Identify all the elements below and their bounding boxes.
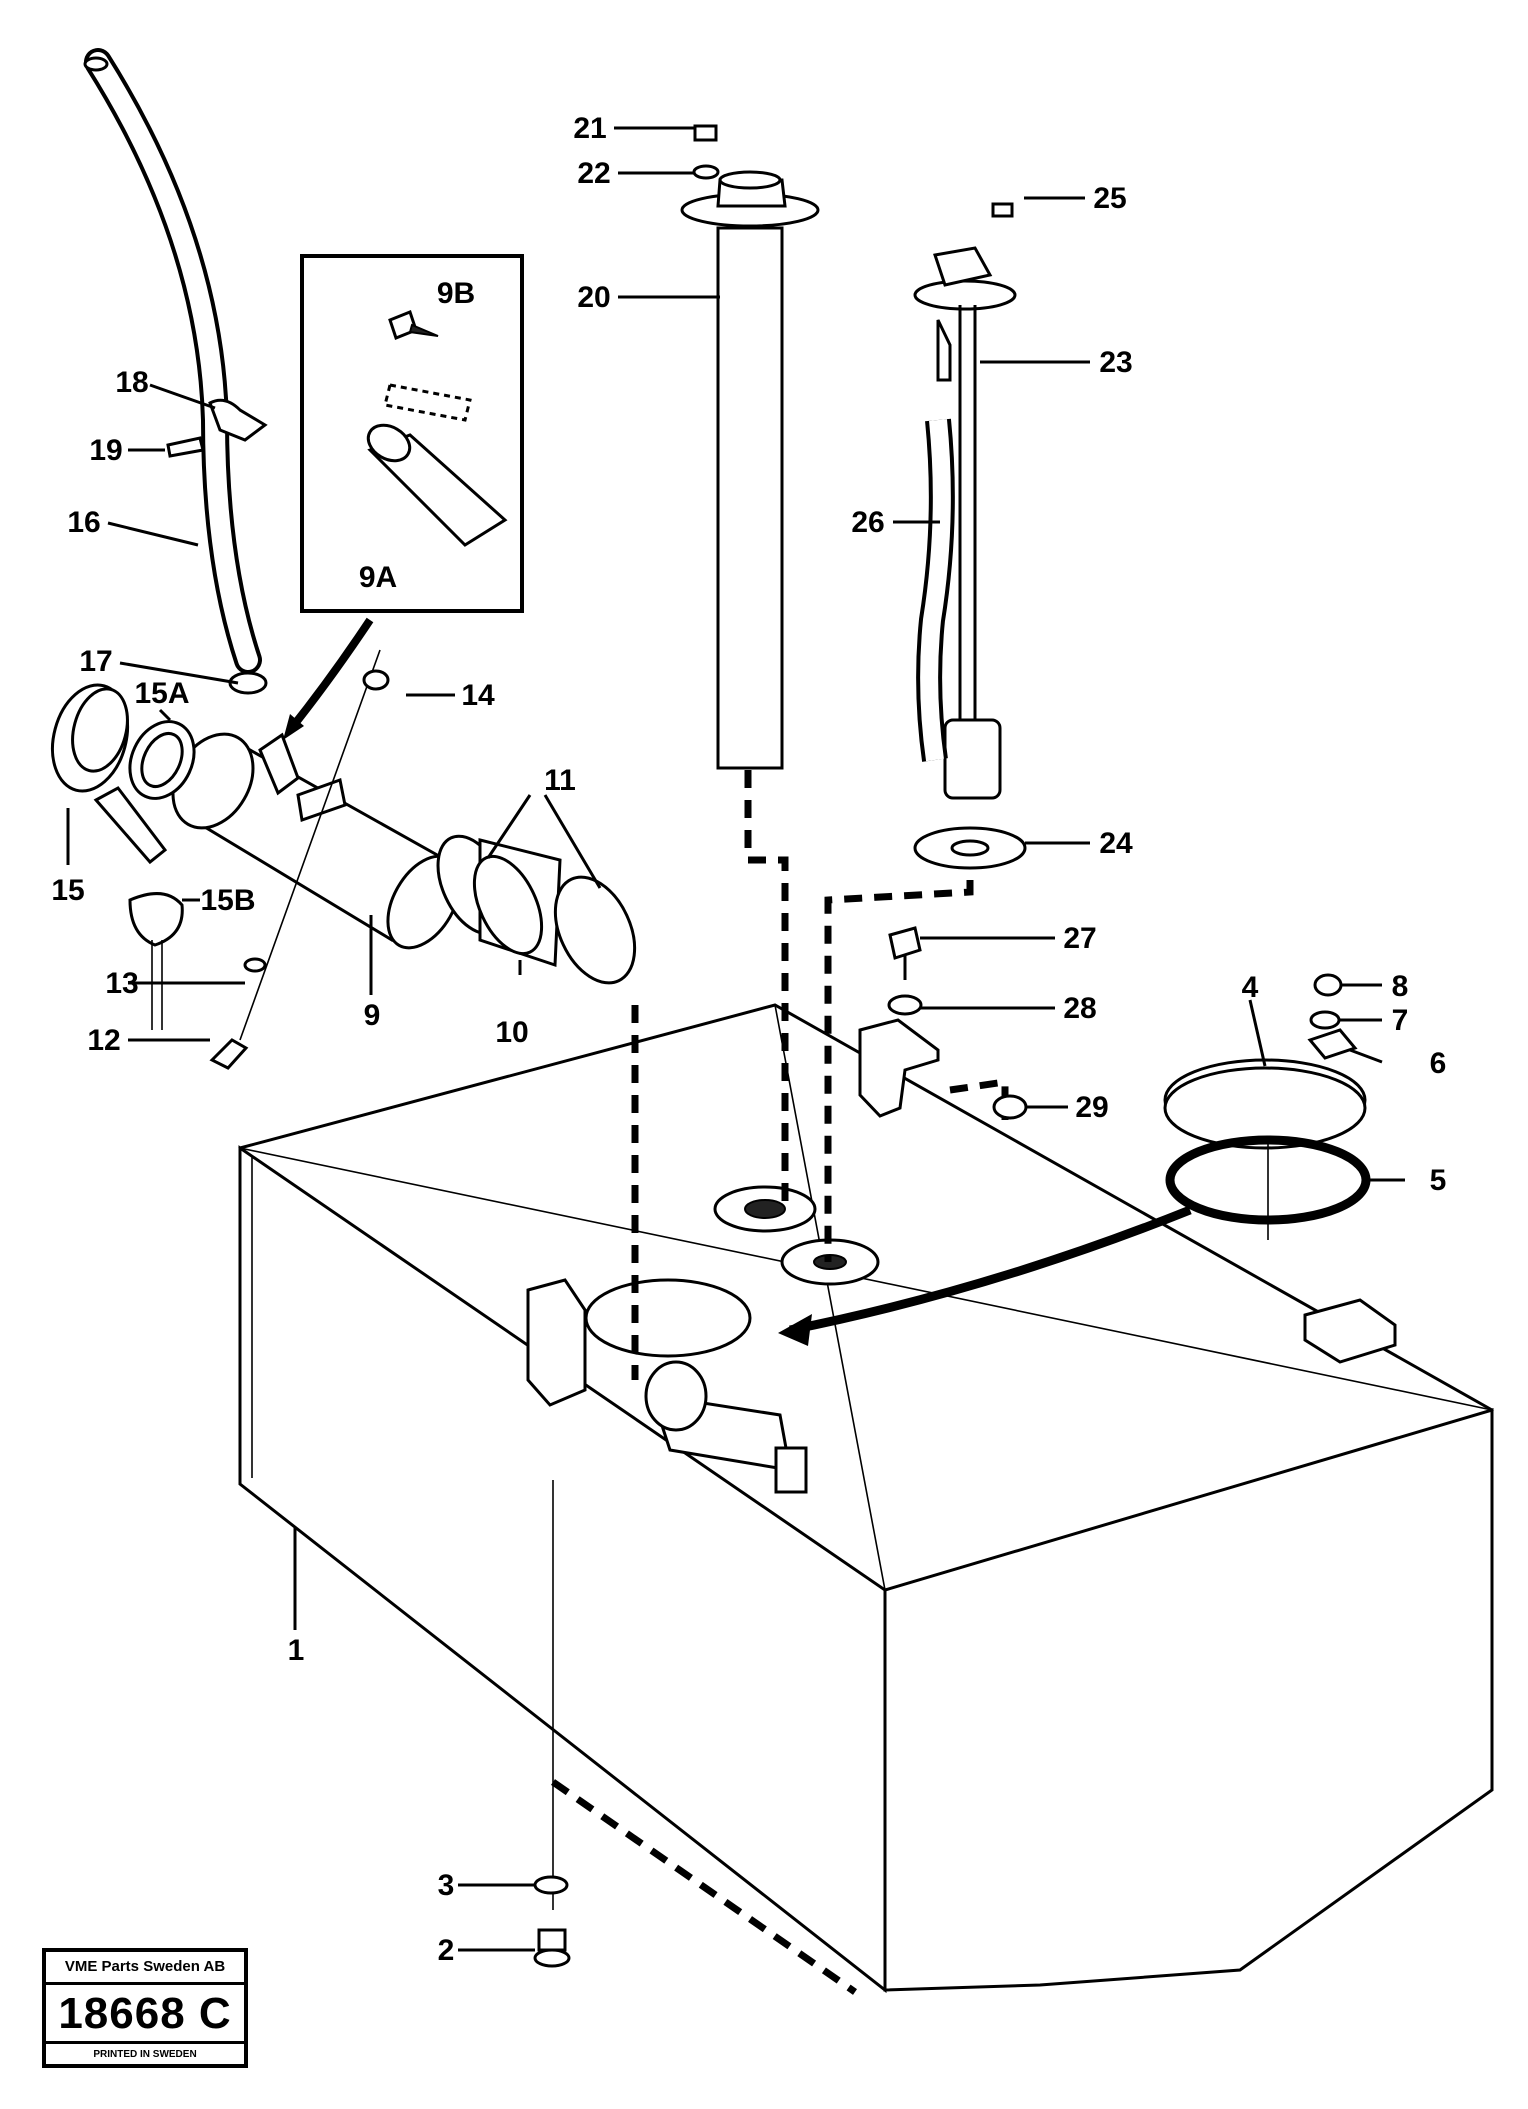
assembly-dash-lines — [631, 770, 1009, 1380]
callout-17: 17 — [79, 645, 112, 678]
callout-23: 23 — [1099, 346, 1132, 379]
callout-14: 14 — [461, 679, 495, 712]
strainer-inset — [300, 254, 524, 613]
callout-18: 18 — [115, 366, 148, 399]
printed-note: PRINTED IN SWEDEN — [46, 2041, 244, 2066]
callout-19: 19 — [89, 434, 122, 467]
callout-22: 22 — [577, 157, 610, 190]
fuel-tank — [238, 1003, 1495, 1995]
callout-leaders — [66, 126, 1405, 1952]
callout-15a: 15A — [134, 677, 189, 710]
callout-26: 26 — [851, 506, 884, 539]
callout-29: 29 — [1075, 1091, 1108, 1124]
callout-21: 21 — [573, 112, 606, 145]
callout-2: 2 — [438, 1934, 455, 1967]
callout-11: 11 — [544, 764, 576, 797]
callout-9: 9 — [364, 999, 381, 1032]
drawing-number: 18668 C — [58, 1989, 232, 2038]
assembly-arrows — [283, 617, 1192, 1346]
callout-7: 7 — [1392, 1004, 1409, 1037]
callout-12: 12 — [87, 1024, 120, 1057]
callout-28: 28 — [1063, 992, 1096, 1025]
company-name: VME Parts Sweden AB — [46, 1952, 244, 1985]
callout-15b: 15B — [200, 884, 255, 917]
drain-plug — [533, 1875, 571, 1968]
bracket-hardware — [887, 926, 1028, 1120]
drawing-title-block: VME Parts Sweden AB 18668 C PRINTED IN S… — [42, 1948, 248, 2068]
callout-10: 10 — [495, 1016, 528, 1049]
fuel-gauge-sender — [913, 202, 1027, 870]
callout-13: 13 — [105, 967, 138, 1000]
callout-27: 27 — [1063, 922, 1096, 955]
filler-neck-assembly — [51, 48, 637, 1070]
callout-24: 24 — [1099, 827, 1133, 860]
callout-4: 4 — [1242, 971, 1259, 1004]
callout-3: 3 — [438, 1869, 455, 1902]
callout-15: 15 — [51, 874, 84, 907]
callout-16: 16 — [67, 506, 100, 539]
callout-20: 20 — [577, 281, 610, 314]
callout-9b: 9B — [437, 277, 475, 310]
callout-25: 25 — [1093, 182, 1126, 215]
callout-5: 5 — [1430, 1164, 1447, 1197]
level-sensor-tube — [680, 124, 820, 770]
callout-1: 1 — [288, 1634, 305, 1667]
callout-9a: 9A — [359, 561, 397, 594]
callout-labels: 1 2 3 4 5 6 7 8 9 9A 9B 10 11 12 13 14 1… — [51, 112, 1446, 1967]
cover-plate-assembly — [1163, 973, 1371, 1240]
callout-6: 6 — [1430, 1047, 1447, 1080]
callout-8: 8 — [1392, 970, 1409, 1003]
